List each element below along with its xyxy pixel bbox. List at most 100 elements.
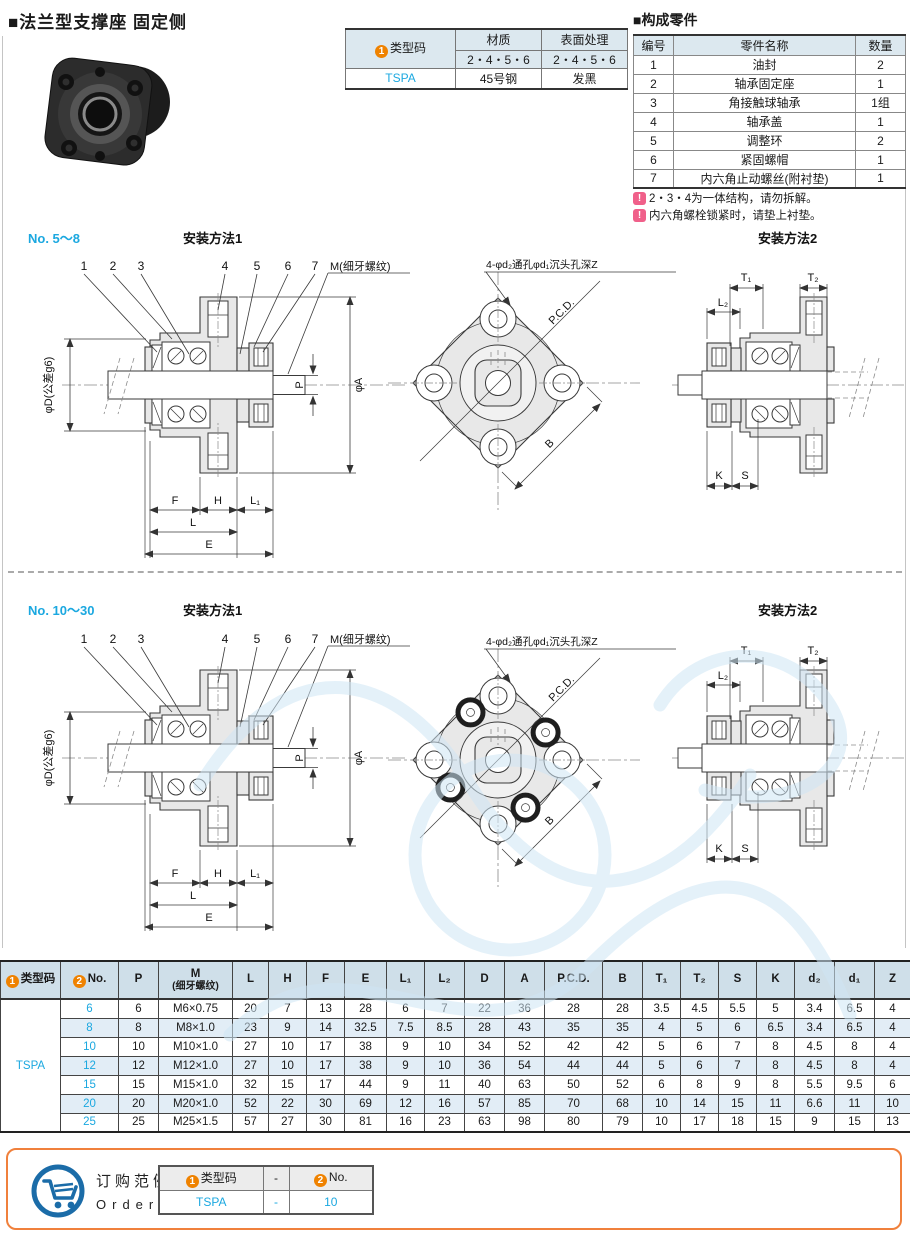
spec-cell: 16 <box>424 1093 465 1114</box>
material-sizes: 2・4・5・6 <box>455 49 542 69</box>
type-code-value[interactable]: TSPA <box>345 67 456 90</box>
spec-cell: M12×1.0 <box>158 1055 233 1076</box>
spec-cell: 38 <box>344 1036 387 1057</box>
spec-cell: 9 <box>718 1074 757 1095</box>
spec-no[interactable]: 8 <box>60 1017 119 1038</box>
spec-cell: 8 <box>756 1036 795 1057</box>
spec-cell: 5.5 <box>718 998 757 1019</box>
spec-cell: 25 <box>118 1112 159 1133</box>
order-value-no[interactable]: 10 <box>288 1189 374 1215</box>
svg-text:S: S <box>741 843 748 855</box>
svg-text:P.C.D.: P.C.D. <box>547 297 577 327</box>
parts-cell: 1 <box>855 111 906 132</box>
spec-header: F <box>306 960 345 1000</box>
spec-cell: 35 <box>544 1017 603 1038</box>
spec-header: M(细牙螺纹) <box>158 960 233 1000</box>
spec-cell: 44 <box>344 1074 387 1095</box>
svg-text:L₂: L₂ <box>718 297 728 309</box>
svg-text:φA: φA <box>353 377 365 392</box>
spec-cell: 4 <box>874 1055 910 1076</box>
svg-text:K: K <box>715 843 723 855</box>
spec-cell: 68 <box>602 1093 643 1114</box>
badge-1: 1 <box>185 1174 199 1188</box>
spec-cell: 10 <box>874 1093 910 1114</box>
section2-range: No. 10～30 <box>28 603 95 618</box>
spec-cell: 10 <box>268 1036 307 1057</box>
order-value-type[interactable]: TSPA <box>158 1189 264 1215</box>
page-edge-left <box>2 36 3 948</box>
svg-text:3: 3 <box>138 259 145 273</box>
spec-header: P <box>118 960 159 1000</box>
spec-cell: 4 <box>874 1017 910 1038</box>
parts-cell: 4 <box>633 111 674 132</box>
spec-cell: 10 <box>268 1055 307 1076</box>
svg-text:E: E <box>205 912 212 924</box>
spec-cell: M25×1.5 <box>158 1112 233 1133</box>
svg-text:P.C.D.: P.C.D. <box>547 674 577 704</box>
parts-cell: 3 <box>633 92 674 113</box>
spec-cell: M10×1.0 <box>158 1036 233 1057</box>
svg-text:4: 4 <box>222 632 229 646</box>
spec-cell: 28 <box>464 1017 505 1038</box>
spec-header: L <box>232 960 269 1000</box>
parts-cell: 角接触球轴承 <box>673 92 856 113</box>
spec-cell: 69 <box>344 1093 387 1114</box>
spec-header: T₂ <box>680 960 719 1000</box>
spec-header: T₁ <box>642 960 681 1000</box>
spec-no[interactable]: 15 <box>60 1074 119 1095</box>
parts-cell: 1 <box>855 149 906 170</box>
spec-cell: 36 <box>464 1055 505 1076</box>
section1-range: No. 5～8 <box>28 231 81 246</box>
spec-no[interactable]: 12 <box>60 1055 119 1076</box>
spec-cell: 34 <box>464 1036 505 1057</box>
cart-icon[interactable] <box>30 1163 86 1219</box>
parts-header-qty: 数量 <box>855 34 906 56</box>
spec-header: Z <box>874 960 910 1000</box>
spec-cell: 7 <box>268 998 307 1019</box>
spec-cell: 10 <box>642 1112 681 1133</box>
spec-cell: 43 <box>504 1017 545 1038</box>
spec-cell: 14 <box>306 1017 345 1038</box>
spec-cell: 9 <box>268 1017 307 1038</box>
spec-cell: 6.6 <box>794 1093 835 1114</box>
parts-cell: 轴承固定座 <box>673 73 856 94</box>
spec-cell: 9 <box>386 1036 425 1057</box>
spec-no[interactable]: 6 <box>60 998 119 1019</box>
spec-cell: 42 <box>602 1036 643 1057</box>
spec-cell: 11 <box>834 1093 875 1114</box>
parts-cell: 1 <box>633 54 674 75</box>
svg-text:H: H <box>214 495 222 507</box>
spec-cell: 8 <box>756 1055 795 1076</box>
svg-text:T₂: T₂ <box>808 272 819 284</box>
spec-header: D <box>464 960 505 1000</box>
spec-cell: 10 <box>118 1036 159 1057</box>
spec-cell: 63 <box>504 1074 545 1095</box>
spec-cell: 9.5 <box>834 1074 875 1095</box>
spec-cell: 40 <box>464 1074 505 1095</box>
spec-no[interactable]: 20 <box>60 1093 119 1114</box>
spec-cell: 7 <box>718 1036 757 1057</box>
section2-method2: 安装方法2 <box>758 603 818 618</box>
spec-cell: 52 <box>504 1036 545 1057</box>
spec-cell: 10 <box>424 1055 465 1076</box>
svg-text:P: P <box>294 754 306 761</box>
spec-no[interactable]: 25 <box>60 1112 119 1133</box>
spec-cell: 52 <box>602 1074 643 1095</box>
page-edge-right <box>905 36 906 948</box>
bolt-holes <box>411 296 585 470</box>
order-labels: 订购范例 Order <box>96 1170 172 1212</box>
spec-no[interactable]: 10 <box>60 1036 119 1057</box>
spec-cell: 35 <box>602 1017 643 1038</box>
spec-cell: 28 <box>544 998 603 1019</box>
spec-header: S <box>718 960 757 1000</box>
